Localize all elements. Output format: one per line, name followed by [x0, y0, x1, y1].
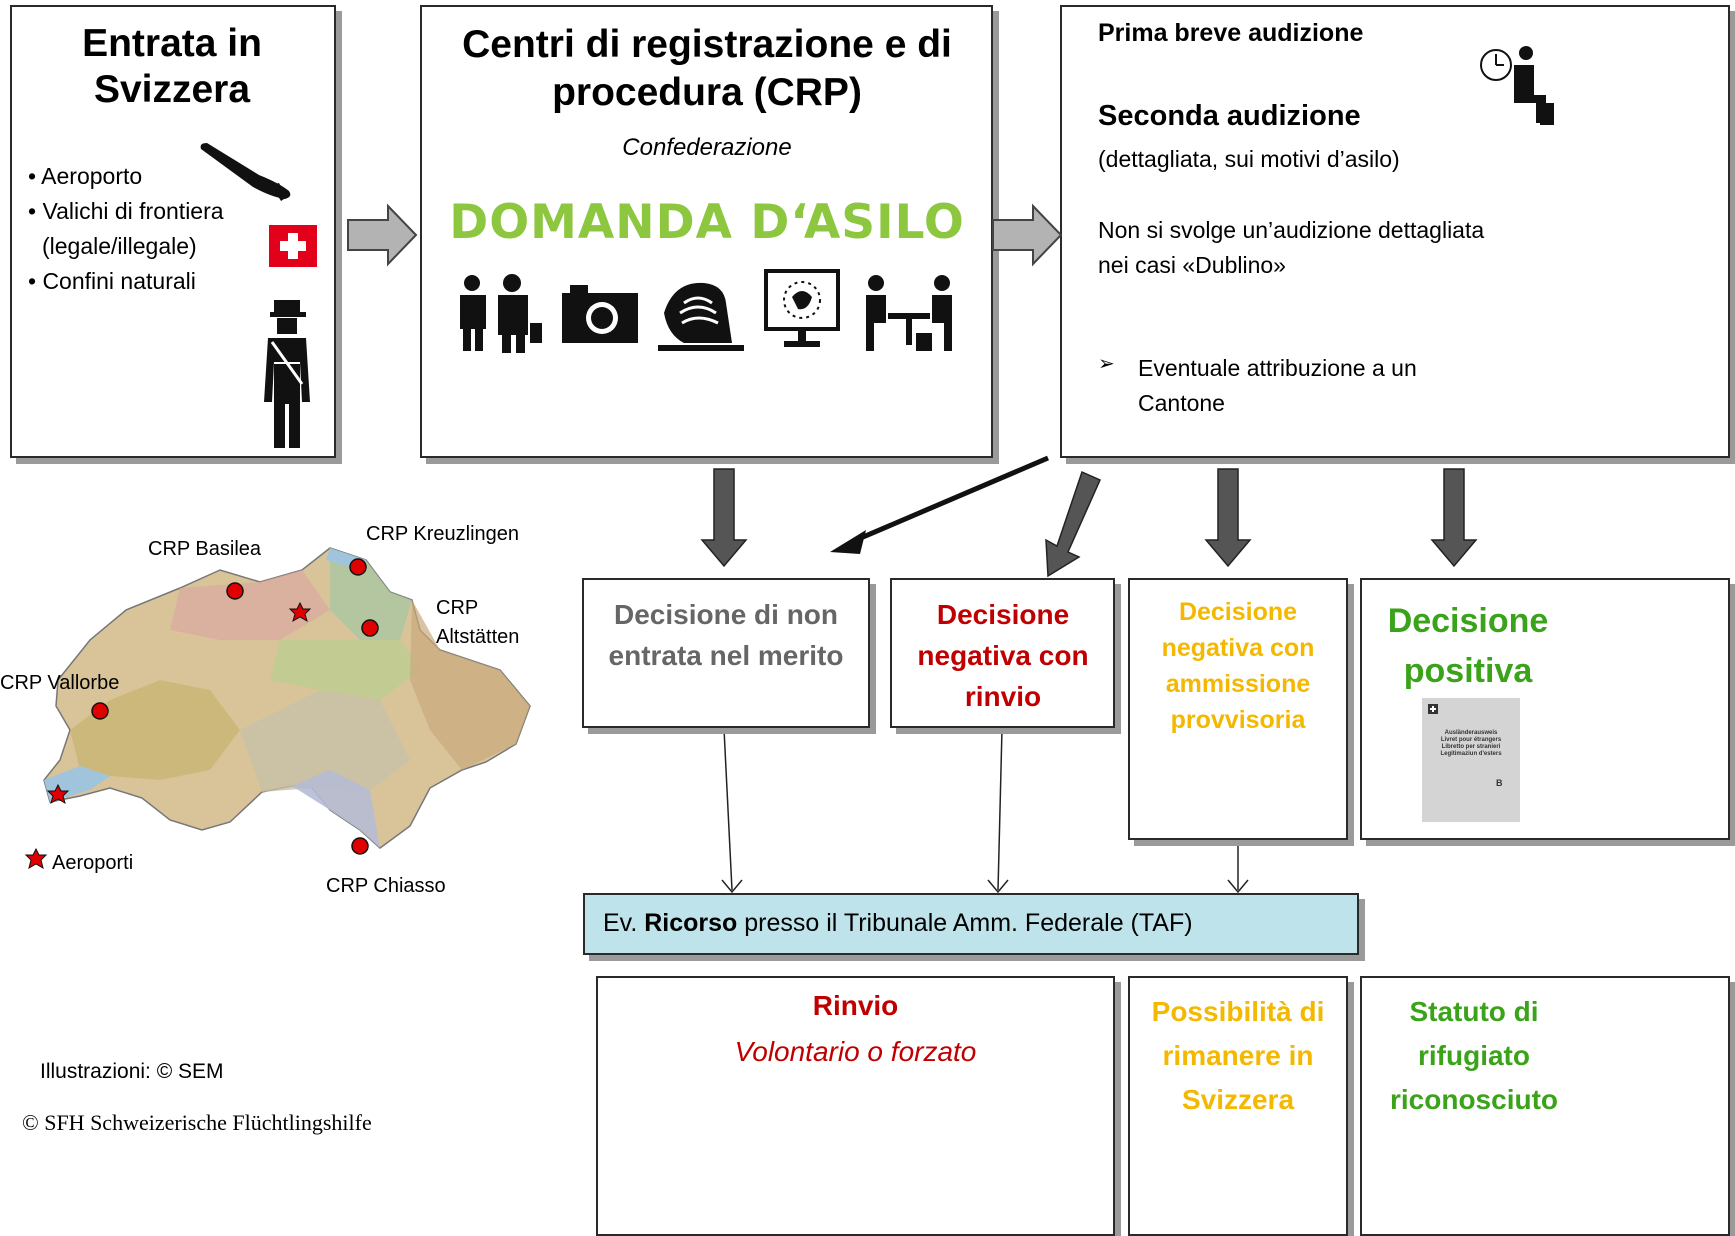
seated-person-icon — [1514, 46, 1554, 125]
diag-head-dublin — [830, 530, 866, 554]
entry-item-border: • Valichi di frontiera — [28, 198, 224, 224]
entry-item-airport: • Aeroporto — [28, 163, 143, 189]
diag-line-dublin — [855, 455, 1049, 543]
permit-line-4: Legitimaziun d'esters — [1440, 751, 1502, 757]
outcome-removal-box: Rinvio Volontario o forzato — [596, 976, 1115, 1236]
star-zurich — [288, 601, 312, 623]
outcome-removal-sub: Volontario o forzato — [734, 1036, 977, 1067]
airport-legend-star — [25, 848, 47, 870]
decision-provisional-text: Decisione negativa con ammissione provvi… — [1161, 598, 1315, 734]
down-arrow-nee — [700, 468, 748, 568]
database-screen-icon — [764, 269, 840, 347]
hearing-box: Prima breve audizione Seconda audizione … — [1060, 5, 1730, 458]
residence-permit-card: Ausländerausweis Livret pour étrangers L… — [1422, 698, 1520, 822]
entry-box: Entrata in Svizzera • Aeroporto • Valich… — [10, 5, 336, 458]
map-label-basilea: CRP Basilea — [148, 538, 262, 560]
camera-icon — [562, 285, 638, 343]
outcome-stay-box: Possibilità di rimanere in Svizzera — [1128, 976, 1348, 1236]
decision-negative-box: Decisione negativa con rinvio — [890, 578, 1115, 728]
dublin-note: Non si svolge un’audizione dettagliata n… — [1098, 217, 1485, 278]
permit-category: B — [1496, 778, 1503, 788]
arrow-entry-to-crp — [347, 203, 418, 267]
clock-icon — [1480, 49, 1512, 81]
switzerland-map — [43, 547, 531, 855]
copyright-credit: © SFH Schweizerische Flüchtlingshilfe — [22, 1110, 372, 1135]
outcome-refugee-text: Statuto di rifugiato riconosciuto — [1389, 996, 1558, 1115]
decision-nee-box: Decisione di non entrata nel merito — [582, 578, 870, 728]
outcome-refugee-box: Statuto di rifugiato riconosciuto — [1360, 976, 1730, 1236]
map-label-airports: Aeroporti — [52, 852, 134, 874]
dot-altstatten — [361, 619, 379, 637]
interview-icon — [866, 275, 952, 351]
map-label-chiasso: CRP Chiasso — [326, 875, 446, 897]
second-hearing-detail: (dettagliata, sui motivi d’asilo) — [1098, 146, 1400, 172]
crp-box: Centri di registrazione e di procedura (… — [420, 5, 993, 458]
crp-subtitle: Confederazione — [622, 134, 792, 161]
map-label-altstatten: CRP Altstätten — [436, 597, 520, 648]
canton-bullet: Eventuale attribuzione a un Cantone — [1138, 355, 1417, 416]
first-hearing: Prima breve audizione — [1098, 19, 1364, 47]
border-guard-icon — [264, 300, 310, 448]
decision-positive-text: Decisione positiva — [1387, 602, 1549, 690]
entry-item-legal: (legale/illegale) — [42, 233, 197, 259]
outcome-removal-title: Rinvio — [812, 990, 899, 1021]
crp-highlight: DOMANDA D‘ASILO — [449, 195, 965, 250]
outcome-stay-text: Possibilità di rimanere in Svizzera — [1151, 996, 1325, 1115]
decision-positive-box: Decisione positiva Ausländerausweis Livr… — [1360, 578, 1730, 840]
dot-basilea — [226, 582, 244, 600]
dot-chiasso — [351, 837, 369, 855]
recourse-suffix: presso il Tribunale Amm. Federale (TAF) — [744, 909, 1193, 937]
dot-kreuzlingen — [349, 558, 367, 576]
permit-line-2: Livret pour étrangers — [1440, 737, 1502, 743]
permit-line-1: Ausländerausweis — [1444, 730, 1498, 736]
dot-vallorbe — [91, 702, 109, 720]
medical-check-icon — [460, 274, 542, 353]
fingerprint-icon — [658, 282, 744, 351]
decision-nee-text: Decisione di non entrata nel merito — [608, 599, 844, 671]
swiss-cross-icon — [1428, 704, 1438, 714]
crp-title: Centri di registrazione e di procedura (… — [462, 23, 952, 114]
bullet-arrow: ➢ — [1098, 353, 1115, 375]
map-label-vallorbe: CRP Vallorbe — [0, 672, 120, 694]
map-label-kreuzlingen: CRP Kreuzlingen — [366, 523, 520, 545]
diag-arrow-negative — [1045, 470, 1101, 578]
star-geneva — [46, 783, 70, 805]
second-hearing: Seconda audizione — [1098, 100, 1361, 132]
down-arrow-positive — [1430, 468, 1478, 568]
permit-line-3: Libretto per stranieri — [1441, 744, 1501, 750]
entry-item-natural: • Confini naturali — [28, 268, 196, 294]
down-arrow-provisional — [1204, 468, 1252, 568]
entry-title: Entrata in Svizzera — [82, 22, 262, 111]
illustrations-credit: Illustrazioni: © SEM — [40, 1060, 224, 1083]
swiss-flag-icon — [269, 225, 317, 267]
plane-icon — [200, 143, 291, 201]
decision-provisional-box: Decisione negativa con ammissione provvi… — [1128, 578, 1348, 840]
decision-negative-text: Decisione negativa con rinvio — [917, 599, 1089, 712]
arrow-crp-to-hearing — [992, 203, 1063, 267]
recourse-prefix: Ev. — [603, 909, 638, 937]
entry-list: • Aeroporto • Valichi di frontiera (lega… — [28, 159, 224, 299]
recourse-bold: Ricorso — [644, 909, 738, 937]
recourse-bar: Ev. Ricorso presso il Tribunale Amm. Fed… — [583, 893, 1359, 955]
